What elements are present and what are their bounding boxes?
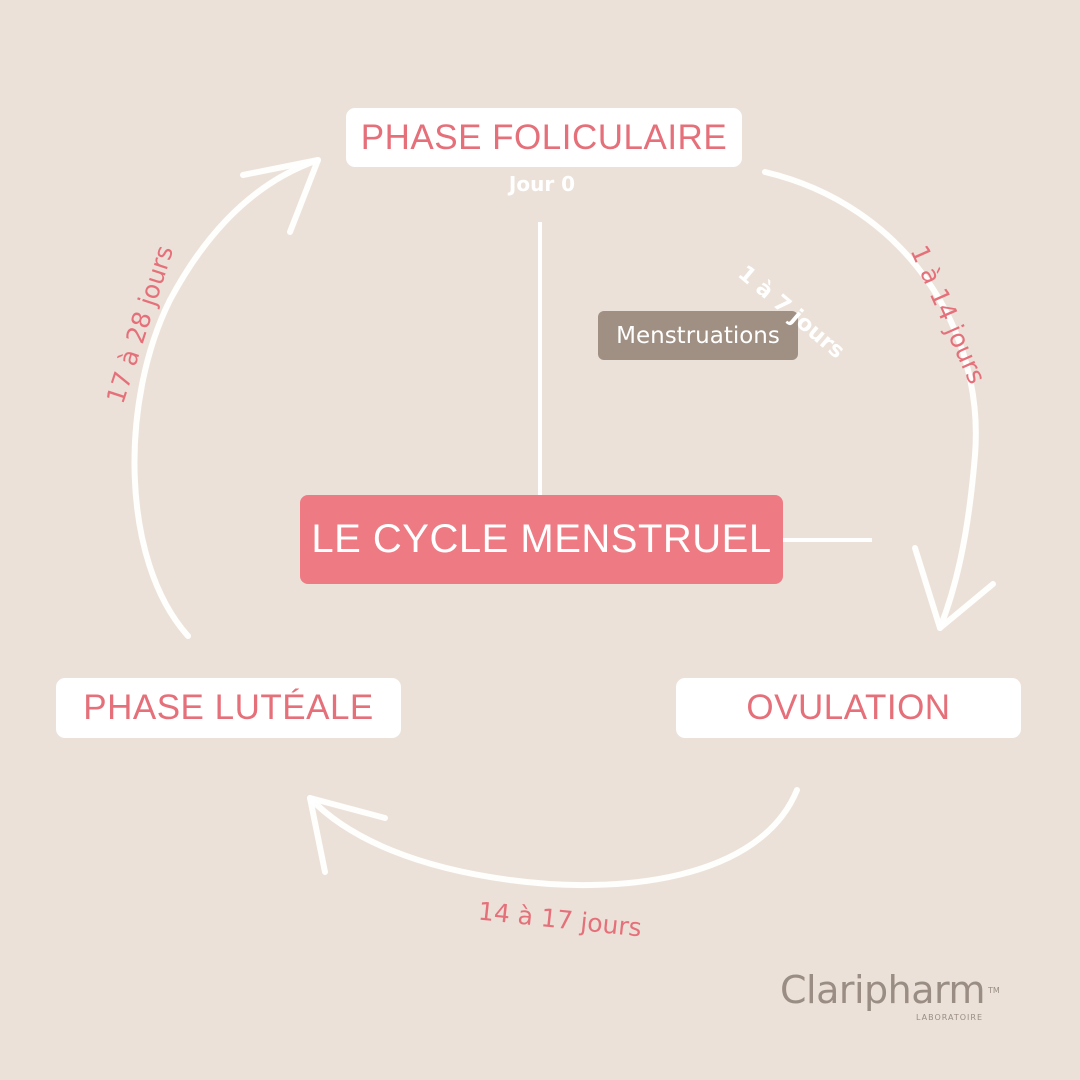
arrowhead-left bbox=[240, 157, 321, 235]
arc-bottom bbox=[307, 787, 800, 889]
phase-foliculaire-box: PHASE FOLICULAIRE bbox=[346, 108, 742, 167]
arrowhead-bottom bbox=[307, 795, 388, 875]
diagram-title: LE CYCLE MENSTRUEL bbox=[300, 495, 783, 584]
arc-right bbox=[762, 169, 979, 631]
phase-luteale-box: PHASE LUTÉALE bbox=[56, 678, 401, 738]
arrowhead-right bbox=[912, 545, 996, 631]
logo-subtitle: LABORATOIRE bbox=[916, 1013, 983, 1022]
arc-left bbox=[131, 157, 321, 639]
logo-brand-name: Claripharm bbox=[780, 968, 986, 1012]
ovulation-box: OVULATION bbox=[676, 678, 1021, 738]
menstruations-badge: Menstruations bbox=[598, 311, 798, 360]
logo-trademark: TM bbox=[988, 986, 1000, 995]
jour-zero-label: Jour 0 bbox=[508, 172, 576, 196]
claripharm-logo: Claripharm TM LABORATOIRE bbox=[780, 968, 1020, 1028]
